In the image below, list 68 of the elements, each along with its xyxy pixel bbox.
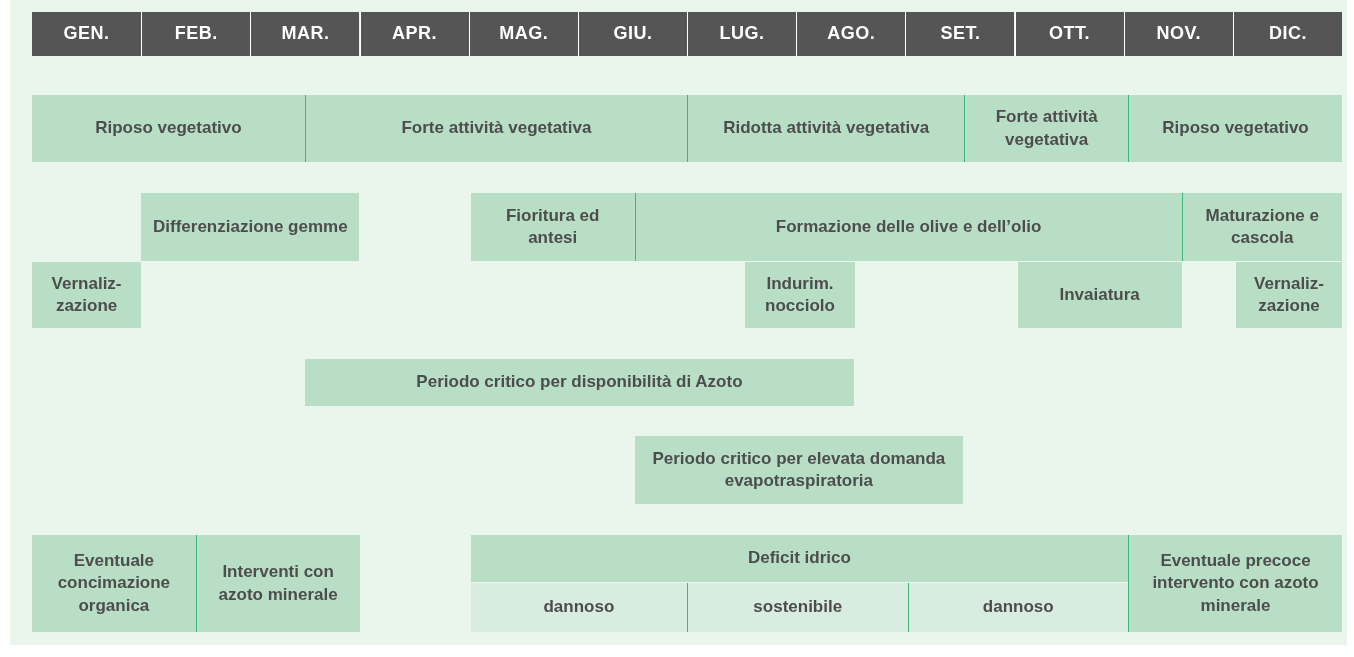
month-label: DIC. [1268, 22, 1307, 46]
phase-subbar [687, 583, 908, 632]
phase-bar [634, 436, 964, 504]
month-header [687, 12, 797, 56]
phase-bar [1236, 262, 1342, 328]
month-label: AGO. [827, 22, 876, 46]
phase-label: Vernaliz- zazione [1253, 272, 1325, 317]
phase-bar [964, 95, 1129, 162]
month-header [468, 12, 578, 56]
phase-label: Riposo vegetativo [95, 117, 242, 140]
month-header [905, 12, 1015, 56]
month-header [1232, 12, 1342, 56]
phase-label: Forte attività vegetativa [994, 106, 1099, 151]
month-label: FEB. [174, 22, 218, 46]
month-label: LUG. [719, 22, 765, 46]
phase-label: Formazione delle olive e dell’olio [775, 215, 1042, 238]
phase-label: Indurim. nocciolo [764, 272, 836, 317]
phase-label: Fioritura ed antesi [504, 204, 601, 249]
phase-label: Riposo vegetativo [1162, 117, 1309, 140]
phase-label: Periodo critico per elevata domanda evapotraspiratoria [651, 447, 947, 492]
phase-label: Invaiatura [1059, 283, 1140, 306]
month-header [1014, 12, 1124, 56]
month-header [577, 12, 687, 56]
phase-label: Vernaliz- zazione [50, 272, 123, 317]
phase-bar [470, 535, 1128, 582]
phase-label: Differenziazione gemme [153, 215, 348, 238]
month-header [1123, 12, 1233, 56]
phase-bar [141, 193, 360, 261]
month-header [796, 12, 906, 56]
phase-bar [32, 95, 305, 162]
phase-subbar [907, 583, 1129, 632]
phase-label: Eventuale concimazione organica [56, 550, 172, 617]
phase-bar [1128, 535, 1342, 632]
month-label: APR. [392, 22, 438, 46]
phase-label: Deficit idrico [747, 547, 851, 570]
phase-label: Maturazione e cascola [1204, 204, 1320, 249]
phase-bar [1017, 262, 1182, 328]
month-label: OTT. [1049, 22, 1091, 46]
month-label: MAR. [281, 22, 330, 46]
phase-label: Interventi con azoto minerale [217, 561, 339, 606]
phase-bar [470, 193, 635, 261]
month-header [359, 12, 469, 56]
month-label: GEN. [63, 22, 110, 46]
phase-label: Ridotta attività vegetativa [723, 117, 930, 140]
month-header [32, 12, 142, 56]
phase-bar [687, 95, 965, 162]
month-label: SET. [940, 22, 981, 46]
phase-bar [32, 262, 142, 328]
phase-label: dannoso [543, 596, 615, 619]
phase-bar [304, 95, 687, 162]
phase-label: sostenibile [753, 596, 843, 619]
phase-bar [32, 535, 196, 632]
phase-bar [634, 193, 1182, 261]
phase-bar [744, 262, 856, 328]
month-label: MAG. [499, 22, 549, 46]
phase-bar [195, 535, 360, 632]
phase-bar [1181, 193, 1342, 261]
phase-bar [1128, 95, 1342, 162]
month-header [250, 12, 360, 56]
phase-subbar [470, 583, 687, 632]
month-label: NOV. [1156, 22, 1201, 46]
month-header [141, 12, 251, 56]
month-label: GIU. [613, 22, 653, 46]
phase-label: dannoso [982, 596, 1054, 619]
phase-label: Eventuale precoce intervento con azoto minerale [1151, 550, 1320, 617]
phase-label: Forte attività vegetativa [401, 117, 592, 140]
phase-label: Periodo critico per disponibilità di Azoto [416, 371, 743, 394]
phase-bar [304, 359, 854, 406]
